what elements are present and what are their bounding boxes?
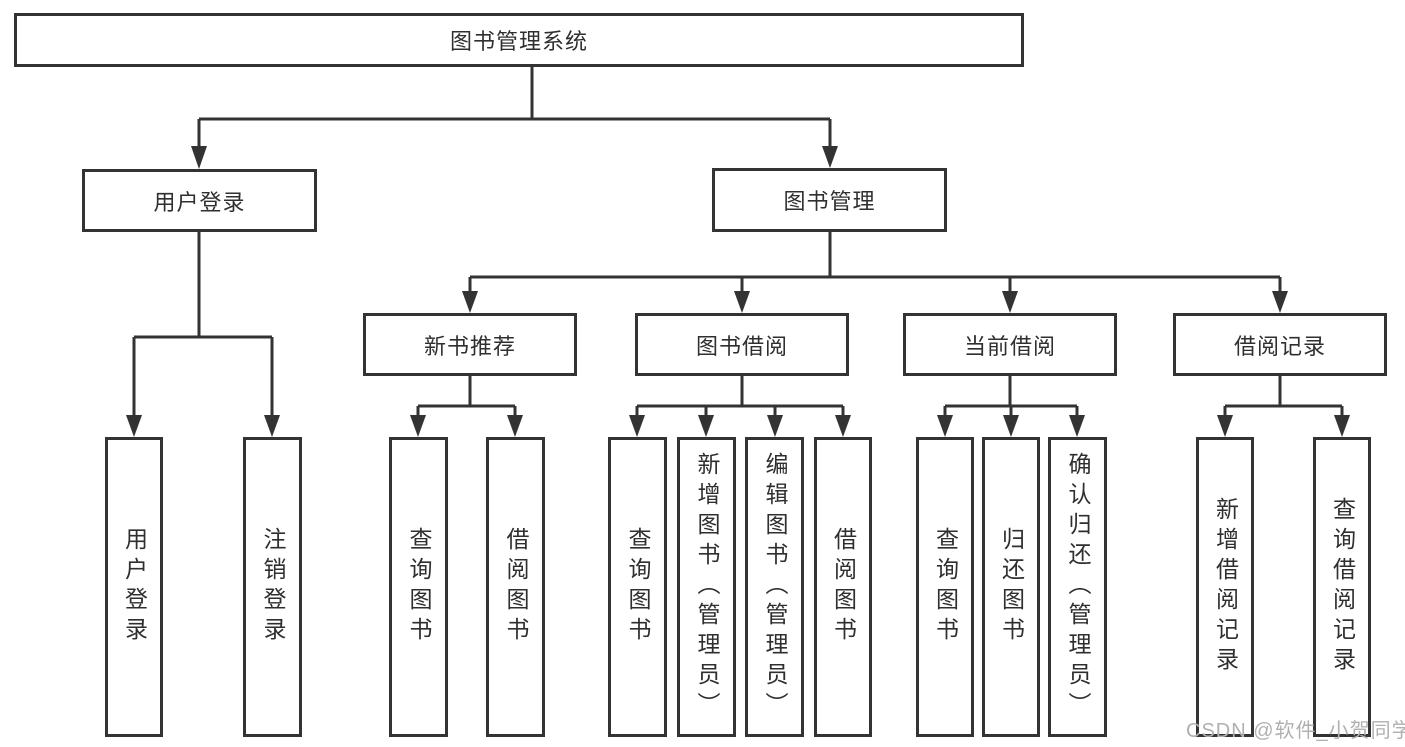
leaf-return-books: 归还图书 (982, 437, 1040, 737)
leaf-query-books-recommend: 查询图书 (389, 437, 448, 737)
node-book-mgmt: 图书管理 (712, 168, 947, 232)
arrowhead (264, 415, 280, 437)
leaf-query-books-current: 查询图书 (916, 437, 974, 737)
node-current-borrowing: 当前借阅 (903, 313, 1117, 376)
arrowheads (126, 146, 1350, 437)
leaf-query-books-borrowing: 查询图书 (608, 437, 667, 737)
arrowhead (734, 291, 750, 313)
arrowhead (191, 146, 207, 169)
csdn-watermark: CSDN @软件_小贺同学 (1186, 720, 1405, 742)
leaf-user-login-label: 用户登录 (121, 527, 148, 647)
leaf-add-books-admin-label: 新增图书（管理员） (694, 452, 720, 722)
leaf-query-books-borrowing-label: 查询图书 (625, 527, 651, 647)
arrowhead (1272, 291, 1288, 313)
leaf-borrow-books-borrowing-label: 借阅图书 (830, 527, 857, 647)
arrowhead (462, 291, 478, 313)
leaf-query-books-current-label: 查询图书 (932, 527, 959, 647)
connector-root-split (197, 67, 832, 147)
leaf-add-borrow-record-label: 新增借阅记录 (1212, 497, 1239, 677)
connector-group3-split (1223, 376, 1344, 416)
arrowhead (1217, 415, 1233, 437)
leaf-query-borrow-record-label: 查询借阅记录 (1329, 497, 1356, 677)
leaf-logout-label: 注销登录 (260, 527, 286, 647)
arrowhead (1334, 415, 1350, 437)
leaf-logout: 注销登录 (243, 437, 302, 737)
leaf-confirm-return-admin: 确认归还（管理员） (1048, 437, 1107, 737)
connector-group1-split (635, 376, 845, 416)
node-borrow-records-label: 借阅记录 (1233, 333, 1326, 359)
node-user-login: 用户登录 (82, 169, 317, 232)
node-new-book-recommend-label: 新书推荐 (423, 333, 516, 359)
node-root-label: 图书管理系统 (449, 29, 588, 54)
arrowhead (822, 146, 838, 168)
node-book-mgmt-label: 图书管理 (783, 189, 876, 214)
node-root: 图书管理系统 (14, 13, 1024, 67)
leaf-edit-books-admin: 编辑图书（管理员） (745, 437, 804, 737)
leaf-borrow-books-recommend-label: 借阅图书 (503, 527, 529, 647)
node-user-login-label: 用户登录 (153, 189, 246, 215)
arrowhead (1069, 415, 1085, 437)
arrowhead (698, 415, 714, 437)
leaf-return-books-label: 归还图书 (998, 527, 1025, 647)
leaf-query-books-recommend-label: 查询图书 (406, 527, 432, 647)
node-current-borrowing-label: 当前借阅 (963, 333, 1056, 359)
arrowhead (126, 415, 142, 437)
arrowhead (1002, 291, 1018, 313)
arrowhead (507, 415, 523, 437)
arrowhead (410, 415, 426, 437)
arrowhead (629, 415, 645, 437)
node-borrow-records: 借阅记录 (1173, 313, 1387, 376)
node-book-borrowing: 图书借阅 (635, 313, 849, 376)
arrowhead (1003, 415, 1019, 437)
connector-paths (132, 67, 1344, 416)
leaf-add-borrow-record: 新增借阅记录 (1196, 437, 1254, 737)
leaf-confirm-return-admin-label: 确认归还（管理员） (1065, 452, 1091, 722)
leaf-edit-books-admin-label: 编辑图书（管理员） (762, 452, 788, 722)
arrowhead (835, 415, 851, 437)
leaf-query-borrow-record: 查询借阅记录 (1313, 437, 1371, 737)
node-new-book-recommend: 新书推荐 (363, 313, 577, 376)
connector-group2-split (943, 376, 1079, 416)
leaf-borrow-books-borrowing: 借阅图书 (814, 437, 872, 737)
leaf-add-books-admin: 新增图书（管理员） (677, 437, 736, 737)
connector-bookmgmt-split (468, 232, 1282, 292)
connector-group0-split (416, 376, 517, 416)
arrowhead (937, 415, 953, 437)
arrowhead (767, 415, 783, 437)
node-book-borrowing-label: 图书借阅 (695, 333, 788, 359)
connector-userlogin-split (132, 232, 274, 416)
leaf-borrow-books-recommend: 借阅图书 (486, 437, 545, 737)
leaf-user-login: 用户登录 (105, 437, 163, 737)
